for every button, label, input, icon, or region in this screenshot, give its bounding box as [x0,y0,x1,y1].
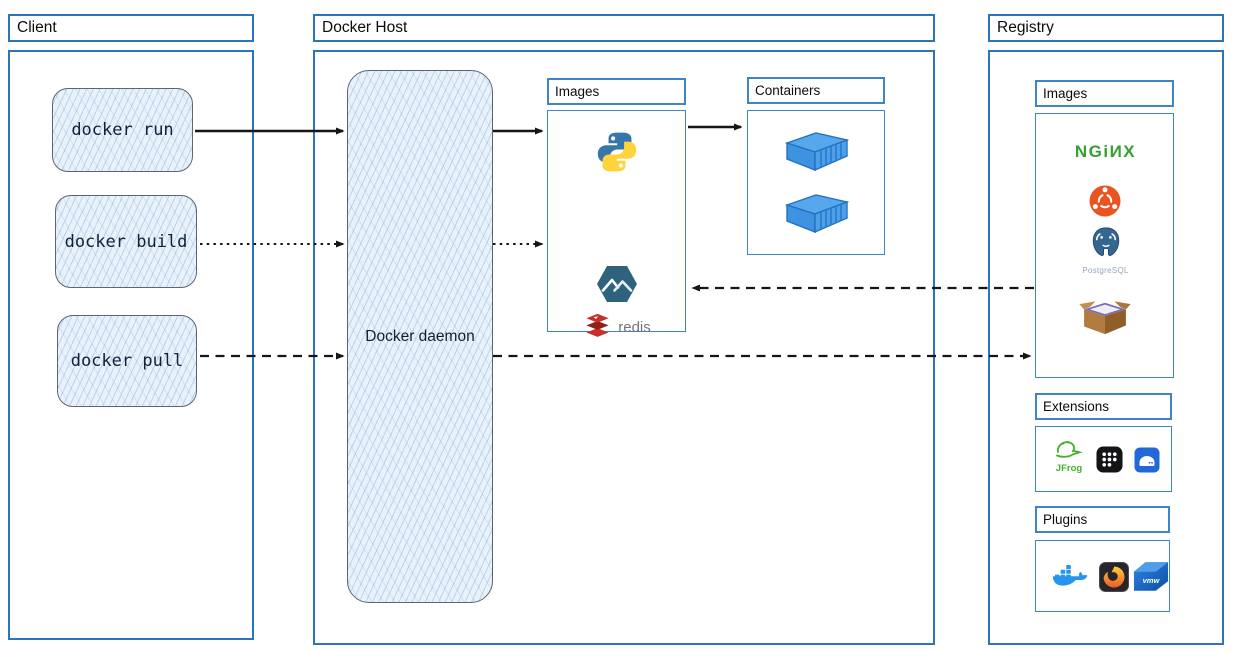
postgresql-logo: PostgreSQL [1036,226,1175,275]
docker-whale-icon [1052,564,1088,596]
registry-title: Registry [997,19,1054,36]
docker-build-label: docker build [64,231,188,252]
docker-daemon-label: Docker daemon [365,327,475,345]
extensions-title: Extensions [1043,399,1110,414]
vmware-icon: vmw [1133,561,1169,597]
nginx-logo: NGiИX [1074,142,1137,161]
host-images-box: redis [547,110,686,337]
container-icon [784,129,850,176]
vmware-label: vmw [1143,576,1161,585]
host-images-label-box: Images [547,78,686,105]
redis-label: redis [618,318,651,336]
docker-run-label: docker run [71,120,174,140]
app-grid-icon [1096,446,1123,478]
docker-pull-node: docker pull [57,315,197,407]
client-header: Client [8,14,254,42]
containers-label-box: Containers [747,77,885,104]
grafana-icon [1099,562,1129,597]
plugins-label-box: Plugins [1035,506,1170,533]
host-images-title: Images [555,84,600,99]
registry-images-box: NGiИX [1035,113,1174,378]
postgresql-label: PostgreSQL [1082,266,1129,275]
alpine-icon [596,265,638,308]
extensions-label-box: Extensions [1035,393,1172,420]
jfrog-icon [1054,437,1084,464]
containers-title: Containers [755,83,821,98]
docker-run-node: docker run [52,88,193,172]
ubuntu-icon [1089,185,1121,222]
extensions-box: JFrog [1035,426,1172,492]
docker-pull-label: docker pull [70,351,184,371]
docker-daemon-node: Docker daemon [347,70,493,603]
registry-header: Registry [988,14,1224,42]
container-icon [784,191,850,238]
storage-icon [1134,447,1160,478]
jfrog-logo: JFrog [1054,437,1084,474]
containers-box [747,110,885,255]
client-title: Client [17,19,57,36]
jfrog-label: JFrog [1055,463,1083,474]
docker-build-node: docker build [55,195,197,288]
plugins-box: vmw [1035,540,1170,612]
registry-images-label-box: Images [1035,80,1174,107]
docker-host-header: Docker Host [313,14,935,42]
docker-host-title: Docker Host [322,19,408,36]
python-icon [595,130,639,179]
postgresql-icon [1089,226,1123,265]
redis-row: redis [548,313,687,341]
busybox-icon [1079,298,1131,341]
plugins-title: Plugins [1043,512,1088,527]
registry-images-title: Images [1043,86,1088,101]
redis-icon [584,313,611,342]
